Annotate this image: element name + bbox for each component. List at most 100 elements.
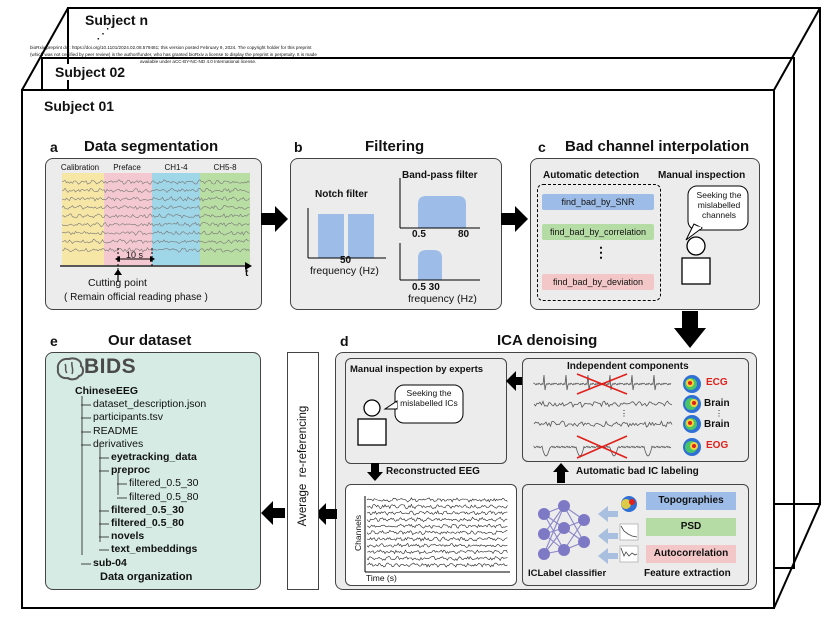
bids-logo-text: BIDS [84,355,137,378]
tree-item: participants.tsv [93,411,164,424]
ic-label-ecg: ECG [706,377,728,388]
panel-b-title: Filtering [365,138,425,155]
segment-label-ch1-4: CH1-4 [164,163,188,172]
panel-c-letter: c [538,139,546,155]
data-organization-caption: Data organization [100,571,193,583]
arrow-b-to-c [501,206,528,232]
network-node [558,544,570,556]
reject-cross-eog-b [576,435,628,459]
autocorr-feature-icon [619,545,639,563]
panel-d-title: ICA denoising [497,332,598,349]
bandpass-low: 0.5 [412,229,426,240]
recon-channels-label: Channels [352,515,363,551]
preprint-notice-2: (which was not certified by peer review)… [30,52,317,57]
ic-label-dots: ⋮ [715,409,723,418]
inspector-figure [681,185,749,285]
recon-title: Reconstructed EEG [386,466,480,477]
time-axis-arrow [245,262,252,270]
eeg-traces [61,179,250,253]
eeg-trace [61,221,250,228]
ellipsis-dots: ⋰ [96,25,110,41]
duration-arrow-left [115,256,120,262]
expert-body-icon [357,418,387,446]
recon-time-label: Time (s) [366,573,397,583]
arrow-d-to-reref [315,503,337,525]
eeg-trace [61,204,250,210]
tree-item: sub-04 [93,556,127,569]
ic-label-brain-1: Brain [704,398,730,409]
cutting-arrow-head [114,269,122,275]
method-snr: find_bad_by_SNR [542,194,654,210]
eeg-trace [61,196,250,202]
bandpass2-values: 0.5 30 [412,282,440,293]
feature-psd: PSD [646,518,736,536]
auto-detection-title: Automatic detection [543,170,640,181]
eeg-trace [61,247,250,253]
bandpass-title: Band-pass filter [402,170,478,181]
arrow-a-to-b [261,206,288,232]
cutting-point-label: Cutting point [88,277,147,289]
segment-label-preface: Preface [113,163,141,172]
time-axis-label: t [245,268,249,279]
more-methods-dots: ⋮ [594,244,608,260]
tree-item: filtered_0.5_30 [111,503,184,516]
ic-more-dots: ⋮ [620,409,628,418]
tree-item: eyetracking_data [111,451,197,463]
recon-trace [366,497,508,503]
auto-labeling-label: Automatic bad IC labeling [576,466,699,477]
tree-item: filtered_0.5_30 [129,477,199,490]
ic-title: Independent components [567,361,689,372]
tree-item: derivatives [93,437,144,450]
notch-value: 50 [340,255,352,266]
network-node [578,514,590,526]
person-body-icon [681,257,711,285]
rereferencing-label: Average re-referencing [297,405,309,527]
expert-figure [357,384,464,446]
tree-item: ChineseEEG [75,385,139,397]
recon-trace [366,503,508,510]
eeg-trace [61,213,250,219]
segment-label-ch5-8: CH5-8 [213,163,237,172]
filter-passbands [318,196,466,280]
panel-c-title: Bad channel interpolation [565,138,750,155]
notch-band-high [348,214,374,258]
network-node [578,536,590,548]
preprint-notice-1: bioRxiv preprint doi: https://doi.org/10… [30,45,312,50]
recon-trace [367,549,508,555]
psd-feature-icon [619,523,639,541]
ic-traces [533,374,673,457]
ic-plots: ⋮ [533,373,701,459]
eeg-trace [61,187,250,194]
feature-extraction-label: Feature extraction [644,568,731,579]
classifier-label: ICLabel classifier [528,568,607,579]
feature-arrow-1 [598,506,618,522]
panel-a-letter: a [50,139,58,155]
arrow-ic-to-expert [506,371,526,391]
network-node [538,528,550,540]
panel-a-title: Data segmentation [84,138,219,155]
feature-arrow-3 [598,548,618,564]
ic-trace-ecg [533,374,672,391]
recon-trace [366,542,508,548]
remain-label: ( Remain official reading phase ) [64,292,208,303]
recon-plot [364,496,510,573]
panel-e [45,352,261,590]
network-node [538,508,550,520]
bandpass-30 [418,250,442,280]
panel-b-letter: b [294,139,303,155]
recon-traces [366,497,508,568]
topography-icons [683,375,701,456]
feature-topographies: Topographies [646,492,736,510]
network-node [558,522,570,534]
rereferencing-box [287,352,319,590]
recon-trace [366,510,508,516]
tree-item: preproc [111,464,151,477]
ic-label-eog: EOG [706,440,729,451]
eeg-trace [61,179,250,185]
method-correlation: find_bad_by_correlation [542,224,654,240]
eeg-trace [62,238,250,245]
arrow-c-to-d [674,311,706,348]
subject-02-label: Subject 02 [55,64,126,80]
